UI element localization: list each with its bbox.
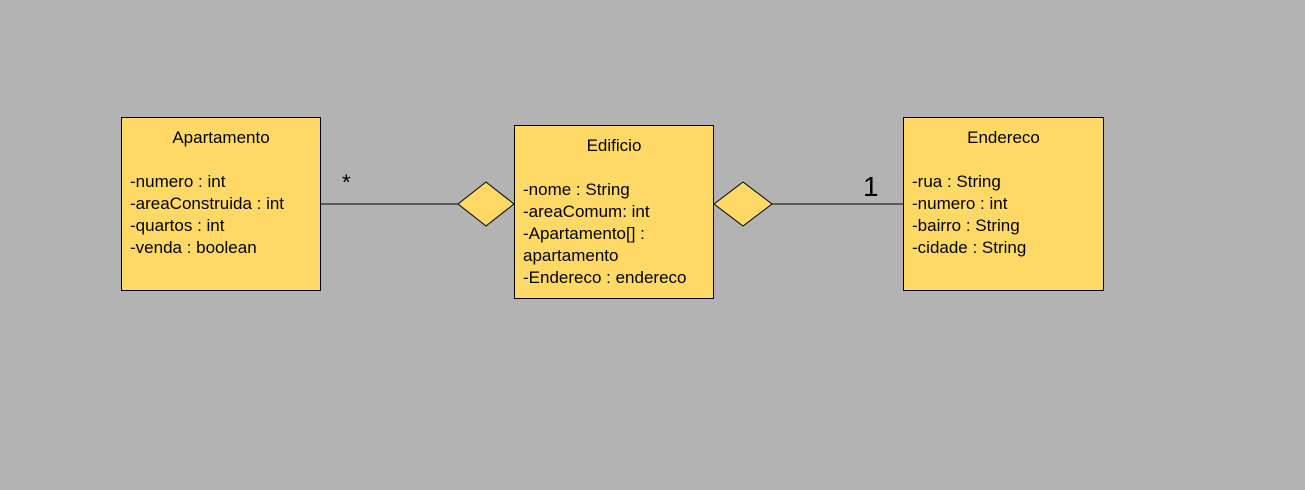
attribute: -cidade : String [912, 238, 1027, 257]
attribute: -Apartamento[] : apartamento [523, 224, 650, 265]
class-endereco[interactable]: Endereco -rua : String -numero : int -ba… [903, 117, 1104, 291]
attribute: -quartos : int [130, 216, 225, 235]
attribute: -numero : int [912, 194, 1008, 213]
multiplicity-many-label: * [342, 170, 351, 195]
attribute: -rua : String [912, 172, 1001, 191]
class-apartamento[interactable]: Apartamento -numero : int -areaConstruid… [121, 117, 321, 291]
class-name: Edificio [586, 136, 642, 155]
attribute: -areaComum: int [523, 202, 650, 221]
attribute: -venda : boolean [130, 238, 257, 257]
class-name: Endereco [967, 128, 1040, 147]
attribute: -bairro : String [912, 216, 1020, 235]
class-edificio[interactable]: Edificio -nome : String -areaComum: int … [514, 125, 714, 299]
aggregation-diamond-apartamento [457, 181, 515, 227]
aggregation-diamond-endereco [713, 181, 773, 227]
multiplicity-one-label: 1 [863, 171, 879, 202]
class-name: Apartamento [172, 128, 270, 147]
attribute: -Endereco : endereco [523, 268, 687, 287]
attribute: -areaConstruida : int [130, 194, 285, 213]
attribute: -nome : String [523, 180, 630, 199]
attribute: -numero : int [130, 172, 226, 191]
